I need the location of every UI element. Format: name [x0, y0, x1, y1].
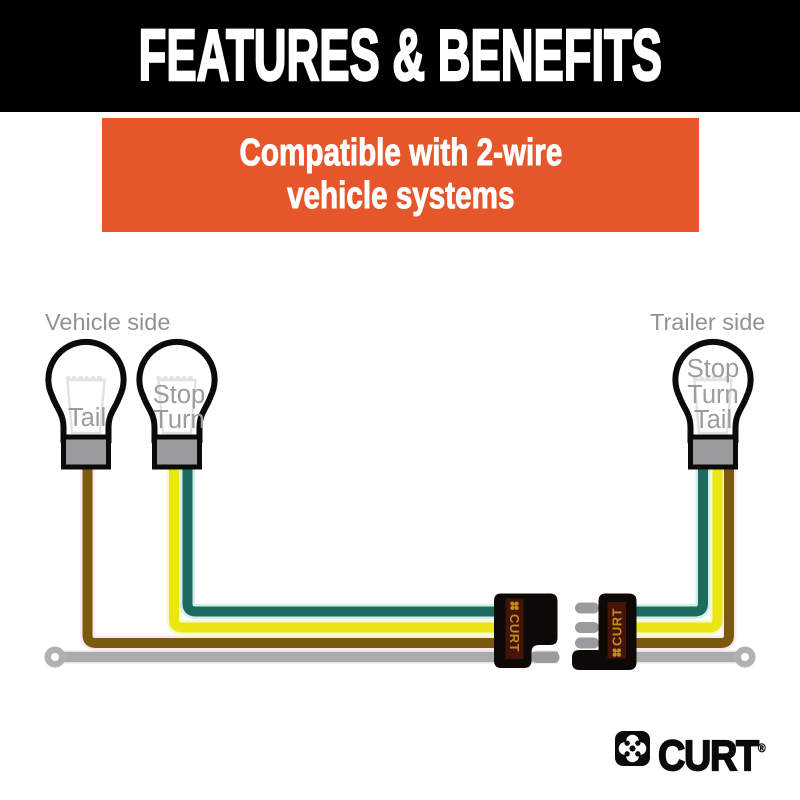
connector-pin [531, 651, 560, 663]
connector-pin [575, 637, 599, 649]
vehicle-side-wires [82, 462, 520, 648]
banner-line-1: Compatible with 2-wire [239, 132, 563, 175]
connector-brand-text: CURT [610, 608, 625, 646]
curt-emblem-icon [615, 731, 650, 766]
vehicle-tail-wire [82, 462, 520, 648]
curt-mini-logo-icon [612, 648, 621, 657]
curt-wordmark: CURT® [657, 728, 766, 779]
trailer-side-connector: CURT [572, 593, 637, 670]
trailer-side-wires [630, 462, 734, 648]
curt-wordmark-text: CURT [657, 732, 760, 780]
curt-mini-logo-icon [510, 601, 519, 610]
svg-text:Turn: Turn [153, 406, 205, 434]
trailer-yellow-wire [630, 462, 723, 633]
trailer-brown-wire [630, 462, 734, 648]
ring-terminal-right [734, 646, 756, 668]
page-title: FEATURES & BENEFITS [138, 15, 663, 98]
connector-pin [575, 622, 599, 633]
vehicle-side-label: Vehicle side [45, 309, 170, 335]
benefit-banner: Compatible with 2-wire vehicle systems [102, 118, 699, 232]
trailer-green-wire [630, 462, 708, 617]
vehicle-stop-turn-yellow-wire [169, 462, 520, 633]
svg-text:Tail: Tail [68, 404, 106, 432]
ground-wire [44, 646, 756, 668]
svg-text:Tail: Tail [694, 406, 732, 434]
vehicle-stop-turn-bulb: Stop Turn [139, 342, 214, 467]
svg-text:Turn: Turn [687, 381, 739, 409]
registered-trademark: ® [757, 741, 766, 756]
vehicle-side-connector: CURT [494, 593, 560, 668]
connector-brand-text: CURT [507, 614, 522, 652]
ring-terminal-left [44, 646, 66, 668]
curt-logo: CURT® [615, 728, 780, 779]
svg-text:Stop: Stop [687, 355, 739, 383]
svg-text:Stop: Stop [153, 381, 205, 409]
banner-line-2: vehicle systems [286, 175, 515, 218]
connector-pin [575, 602, 599, 614]
trailer-stop-turn-tail-bulb: Stop Turn Tail [675, 342, 750, 467]
vehicle-tail-bulb: Tail [48, 342, 123, 467]
vehicle-stop-turn-green-wire [182, 462, 520, 617]
trailer-side-label: Trailer side [650, 309, 765, 335]
header-bar: FEATURES & BENEFITS [0, 0, 800, 112]
